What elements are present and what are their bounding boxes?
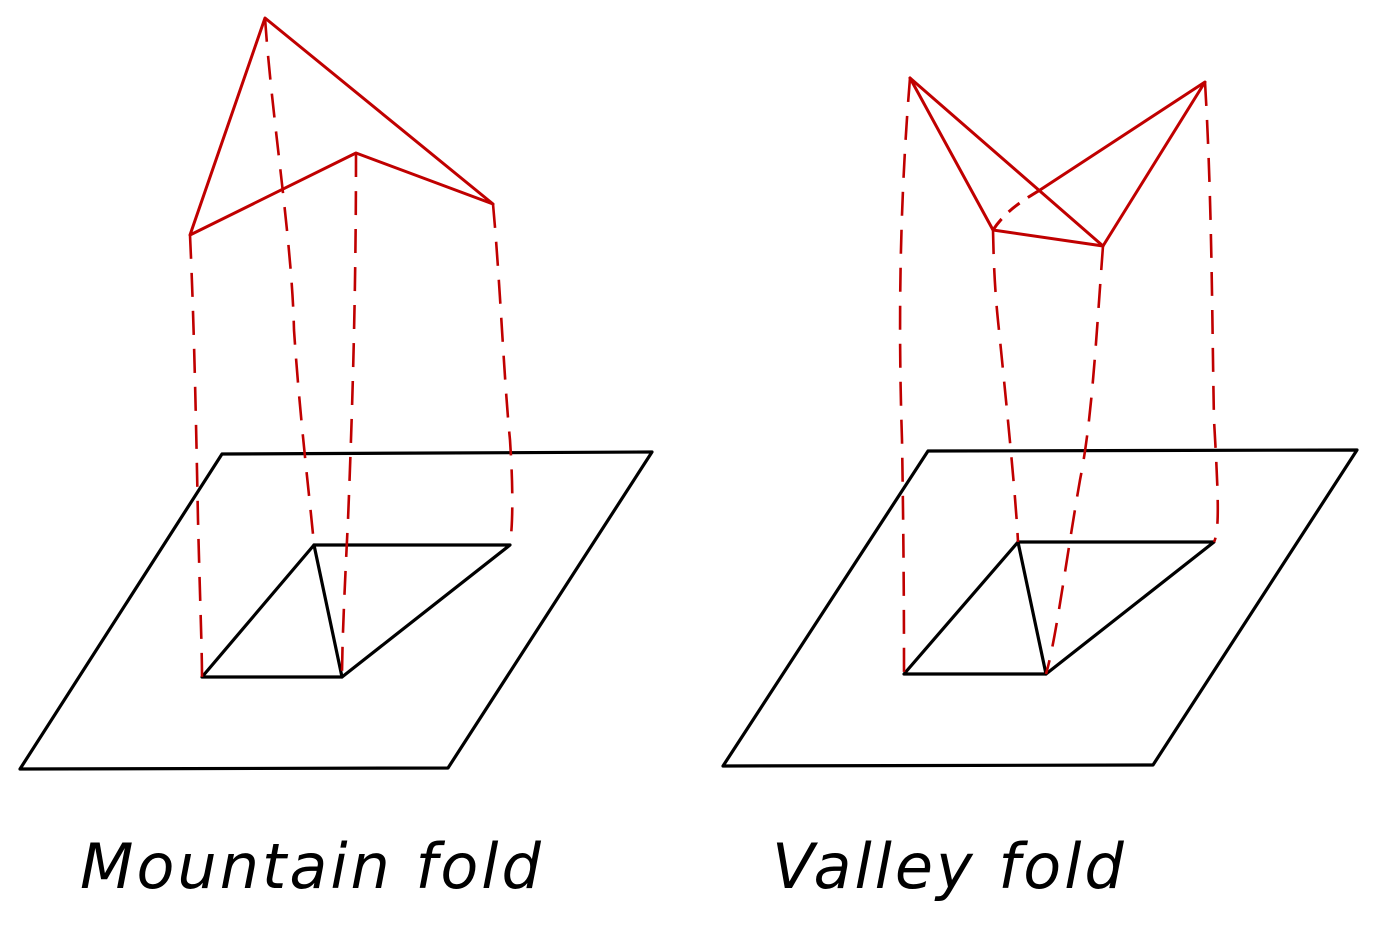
valley-projection-back [991, 229, 1020, 543]
valley-fold-diagram: Valley fold [721, 76, 1359, 903]
mountain-projection-left [188, 234, 204, 678]
mountain-base-rhombus [200, 543, 512, 679]
valley-folded-hidden-edge [991, 188, 1041, 231]
mountain-projection-right [491, 203, 514, 546]
mountain-projection-front [340, 152, 358, 678]
valley-projection-front [1044, 245, 1105, 675]
valley-projection-lines [898, 77, 1220, 675]
valley-folded-crease [908, 76, 1105, 248]
mountain-folded-outline [188, 16, 495, 237]
mountain-fold-caption: Mountain fold [80, 830, 544, 903]
valley-projection-right [1203, 81, 1220, 543]
valley-base-crease [1016, 540, 1048, 676]
mountain-fold-diagram: Mountain fold [18, 16, 654, 903]
mountain-paper-sheet [18, 450, 654, 771]
valley-folded-outline [908, 76, 1207, 248]
valley-projection-left [898, 77, 912, 675]
mountain-projection-back [263, 17, 316, 546]
valley-fold-caption: Valley fold [772, 830, 1127, 903]
mountain-base-crease [312, 543, 344, 679]
mountain-projection-lines [188, 17, 514, 678]
valley-paper-sheet [721, 448, 1359, 768]
